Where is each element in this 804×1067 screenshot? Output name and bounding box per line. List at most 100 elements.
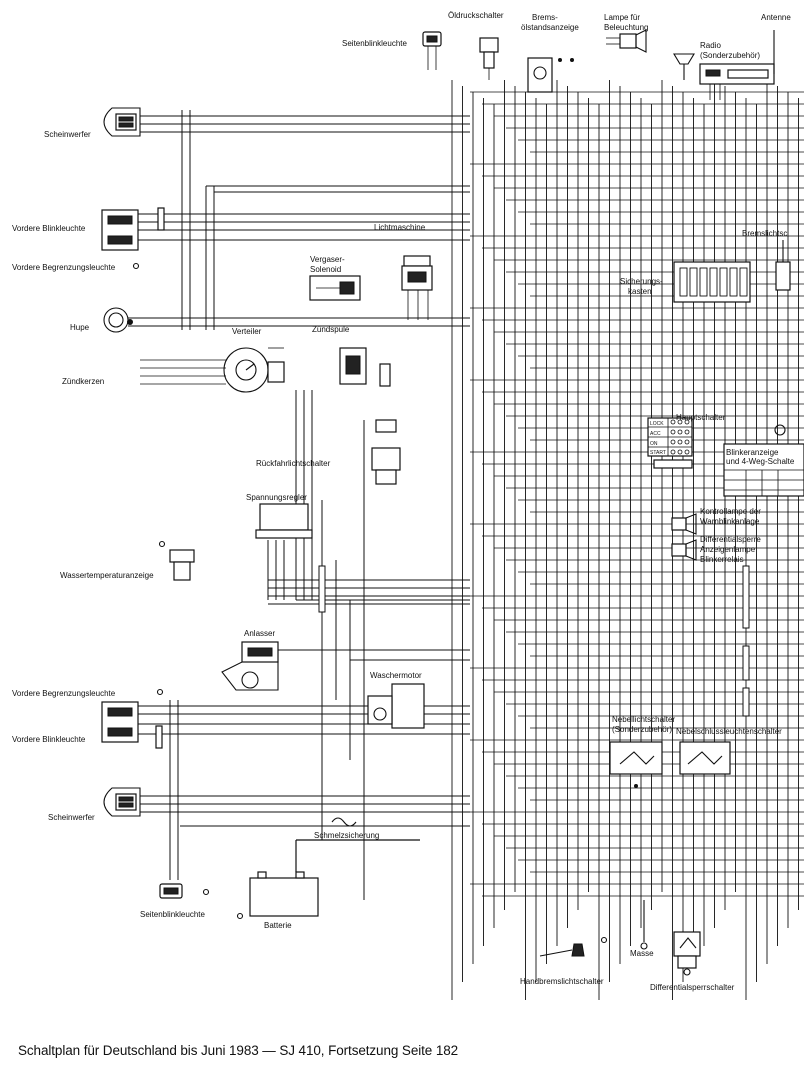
contact-dot (684, 429, 690, 435)
horn (103, 307, 133, 333)
connector-block (318, 565, 326, 613)
voltage-regulator (255, 503, 313, 539)
label-main-switch: Hauptschalter (676, 413, 726, 422)
handbrake-light-switch (539, 936, 608, 957)
ignition-position-labels: LOCK ACC ON START (650, 421, 666, 456)
fuse (739, 267, 748, 297)
label-fog-switch-2: (Sonderzubehör) (612, 725, 672, 734)
reversing-light-switch (371, 419, 401, 485)
differential-lock-indicator-lamp (671, 539, 697, 561)
ignition-position-on: ON (650, 441, 658, 447)
label-brake-light-switch: Bremslichtsc (742, 229, 787, 238)
fuse-box (673, 261, 751, 303)
label-lamp-1: Lampe für (604, 13, 640, 22)
label-diff-lock-switch: Differentialsperrschalter (650, 983, 735, 992)
label-reversing-switch: Rückfahrlichtschalter (256, 459, 331, 468)
label-fuse-box-1: Sicherungs- (620, 277, 663, 286)
front-indicator-bottom (101, 688, 164, 749)
radio (673, 30, 775, 100)
label-starter: Anlasser (244, 629, 275, 638)
label-side-marker-top: Seitenblinkleuchte (342, 39, 407, 48)
contact-dot (684, 419, 690, 425)
carburetor-solenoid (309, 275, 361, 301)
battery (236, 871, 319, 920)
label-handbrake-switch: Handbremslichtschalter (520, 977, 604, 986)
connector-block (742, 565, 750, 629)
fuse (719, 267, 728, 297)
rear-fog-light-switch (679, 741, 731, 775)
ignition-position-start: START (650, 450, 666, 456)
contact-dot (677, 429, 683, 435)
label-front-indicator-top: Vordere Blinkleuchte (12, 224, 86, 233)
label-flasher-relay: Blinkerrelais (700, 555, 744, 564)
label-voltage-regulator: Spannungsregler (246, 493, 307, 502)
ground-point (640, 900, 648, 950)
label-headlamp-bottom: Scheinwerfer (48, 813, 95, 822)
contact-dot (670, 439, 676, 445)
label-spark-plugs: Zündkerzen (62, 377, 104, 386)
label-hazard-lamp-2: Warnblinkanlage (700, 517, 760, 526)
label-antenna: Antenne (761, 13, 791, 22)
front-indicator-top (101, 207, 165, 270)
headlamp-top (103, 107, 141, 137)
brake-fluid-level-indicator (527, 57, 574, 93)
label-side-marker-bottom: Seitenblinkleuchte (140, 910, 205, 919)
alternator (401, 255, 433, 320)
contact-dot (670, 449, 676, 455)
starter-motor (221, 641, 279, 691)
label-alternator: Lichtmaschine (374, 223, 426, 232)
label-water-temp: Wassertemperaturanzeige (60, 571, 154, 580)
wire-harness (128, 80, 804, 1000)
label-diff-lamp-2: Anzeigenlampe (700, 545, 756, 554)
turn-signal-hazard-switch (723, 424, 804, 497)
differential-lock-switch (673, 931, 701, 976)
contact-dot (677, 419, 683, 425)
labels: Öldruckschalter Seitenblinkleuchte Brems… (12, 11, 795, 992)
fuse (699, 267, 708, 297)
label-brake-fluid-2: ölstandsanzeige (521, 23, 579, 32)
label-radio-2: (Sonderzubehör) (700, 51, 760, 60)
label-front-position-top: Vordere Begrenzungsleuchte (12, 263, 116, 272)
label-turn-signal-2: und 4-Weg-Schalte (726, 457, 795, 466)
label-carb-solenoid-2: Solenoid (310, 265, 341, 274)
label-headlamp-top: Scheinwerfer (44, 130, 91, 139)
water-temperature-sender (158, 540, 195, 581)
fuse (679, 267, 688, 297)
label-brake-fluid-1: Brems- (532, 13, 558, 22)
ignition-position-lock: LOCK (650, 421, 664, 427)
spark-plugs (140, 359, 226, 385)
oil-pressure-switch (479, 37, 499, 80)
contact-dot (684, 439, 690, 445)
headlamp-bottom (103, 787, 141, 817)
connector-block (742, 645, 750, 681)
label-fusible-link: Schmelzsicherung (314, 831, 379, 840)
ignition-switch (647, 417, 693, 469)
label-radio-1: Radio (700, 41, 721, 50)
side-marker-lamp-top (422, 31, 442, 70)
contact-dot (670, 419, 676, 425)
label-horn: Hupe (70, 323, 90, 332)
contact-dot (670, 429, 676, 435)
label-lamp-2: Beleuchtung (604, 23, 648, 32)
connector-block (742, 687, 750, 717)
label-fuse-box-2: kasten (628, 287, 652, 296)
label-ground: Masse (630, 949, 654, 958)
label-turn-signal-1: Blinkeranzeige (726, 448, 779, 457)
label-fog-switch-1: Nebellichtschalter (612, 715, 675, 724)
label-front-indicator-bottom: Vordere Blinkleuchte (12, 735, 86, 744)
brake-light-switch (775, 240, 791, 291)
label-oil-pressure-switch: Öldruckschalter (448, 11, 504, 20)
label-carb-solenoid-1: Vergaser- (310, 255, 345, 264)
fog-light-switch (609, 741, 663, 788)
ignition-position-acc: ACC (650, 431, 661, 437)
diagram-caption: Schaltplan für Deutschland bis Juni 1983… (18, 1043, 459, 1058)
ignition-coil (339, 347, 391, 387)
fuse (689, 267, 698, 297)
label-front-position-bottom: Vordere Begrenzungsleuchte (12, 689, 116, 698)
label-diff-lamp-1: Differentialsperre (700, 535, 761, 544)
washer-motor (367, 683, 425, 729)
contact-dot (677, 449, 683, 455)
label-ignition-coil: Zündspule (312, 325, 350, 334)
contact-dot (677, 439, 683, 445)
